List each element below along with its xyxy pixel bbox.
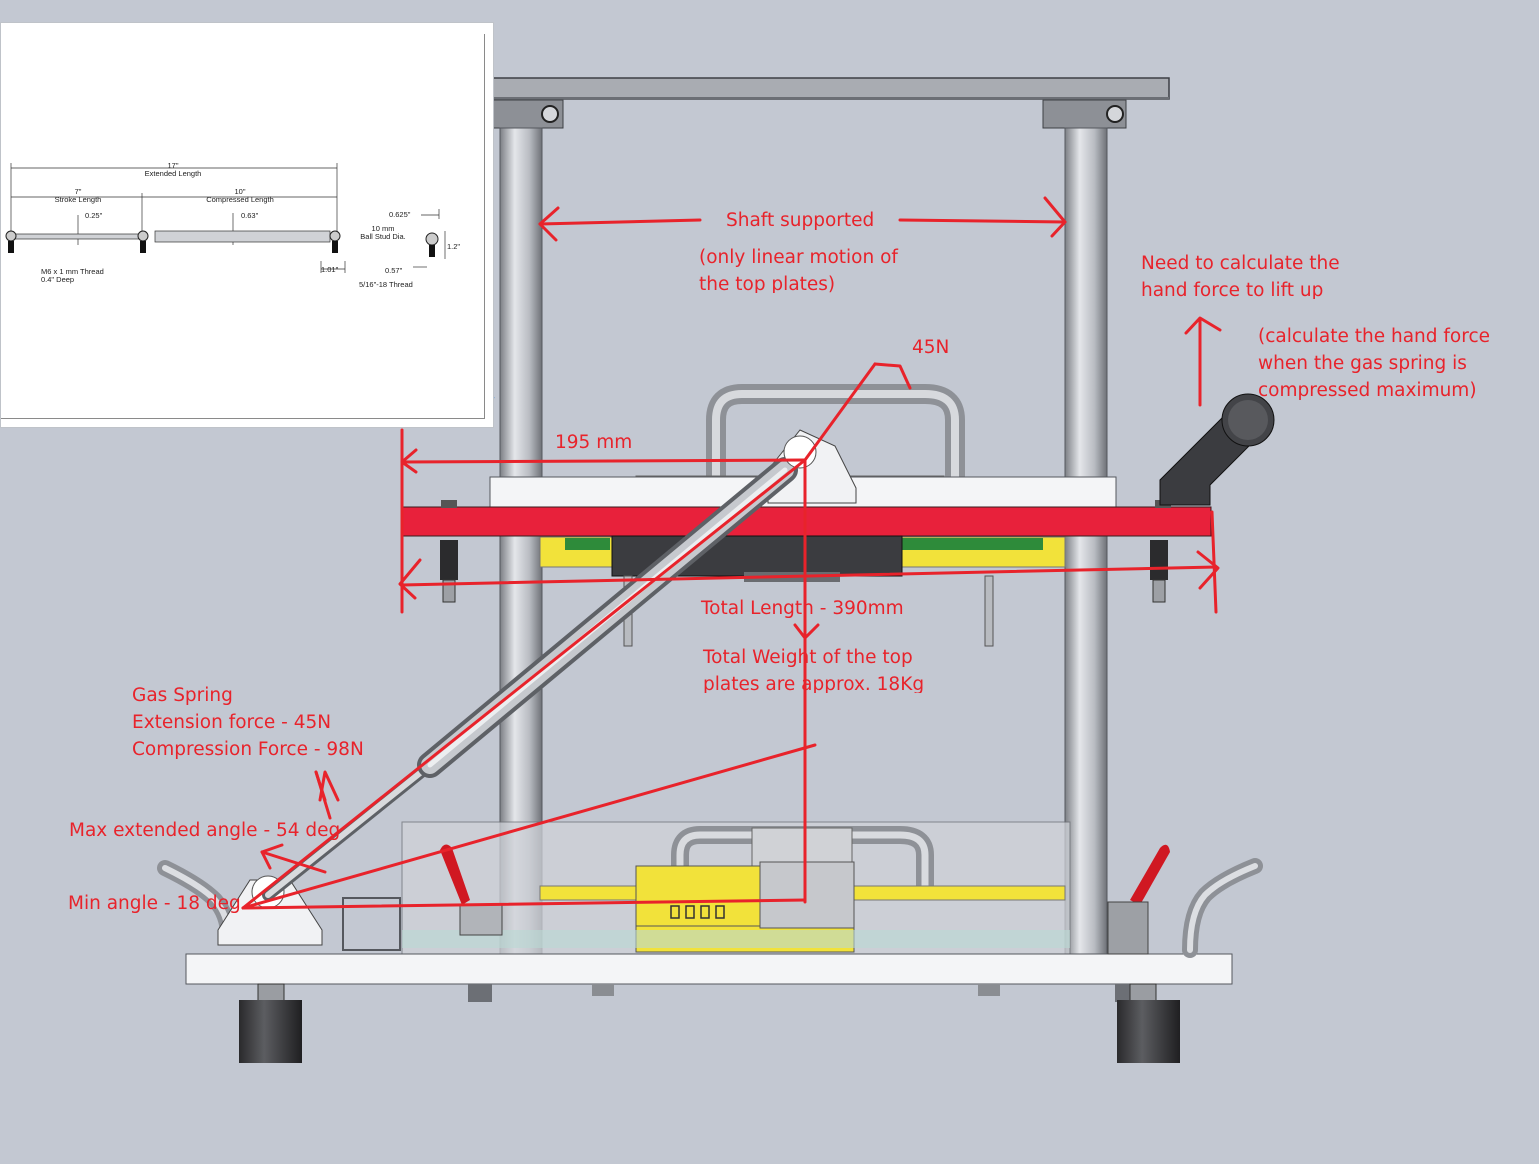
dim-extended-length: 17" Extended Length	[135, 162, 211, 178]
label-gas-spring: Gas Spring Extension force - 45N Compres…	[132, 682, 364, 763]
top-frame-bar	[492, 77, 1170, 129]
dim-ball-height: 1.2"	[447, 242, 461, 251]
label-shaft-supported: Shaft supported	[726, 210, 875, 231]
label-hand-force-note-line1: (calculate the hand force	[1258, 326, 1490, 347]
label-hand-force-line1: Need to calculate the	[1141, 253, 1340, 274]
base-assembly	[185, 821, 1233, 1002]
dim-ball-stud-line2: Ball Stud Dia.	[360, 232, 406, 241]
dim-thread-left-line1: M6 x 1 mm Thread	[41, 267, 104, 276]
dim-extended-value: 17"	[167, 161, 179, 170]
dim-stroke-value: 7"	[74, 187, 82, 196]
dim-thread-left-line2: 0.4" Deep	[41, 275, 75, 284]
label-total-weight-line2: plates are approx. 18Kg	[703, 674, 925, 693]
dim-compressed-length: 10" Compressed Length	[197, 188, 283, 204]
label-force-45n: 45N	[912, 337, 950, 358]
label-total-length: Total Length - 390mm	[701, 598, 904, 619]
label-max-angle: Max extended angle - 54 deg	[69, 820, 341, 841]
label-linear-motion-line1: (only linear motion of	[699, 247, 898, 268]
label-hand-force-line2: hand force to lift up	[1141, 280, 1324, 299]
top-handle	[1159, 393, 1275, 506]
label-gas-spring-line1: Gas Spring	[132, 685, 233, 706]
label-linear-motion-line2: the top plates)	[699, 274, 836, 293]
dim-ball-stud-line1: 10 mm	[371, 224, 395, 233]
label-min-angle: Min angle - 18 deg	[68, 893, 241, 914]
datasheet-frame	[1, 34, 485, 419]
dim-body-dia: 0.63"	[241, 211, 259, 220]
dim-stud-thread: 5/16"-18 Thread	[359, 280, 413, 289]
dim-compressed-label: Compressed Length	[206, 195, 274, 204]
dim-end-length: 1.01"	[321, 265, 339, 274]
dim-extended-label: Extended Length	[144, 169, 202, 178]
label-gas-spring-line2: Extension force - 45N	[132, 712, 332, 733]
label-hand-force-note-line3: compressed maximum)	[1258, 380, 1477, 401]
dim-ball-stud: 10 mm Ball Stud Dia.	[357, 225, 409, 241]
right-shaft	[1064, 127, 1108, 955]
dim-stroke-length: 7" Stroke Length	[45, 188, 111, 204]
gas-spring-datasheet: 17" Extended Length 7" Stroke Length 10"…	[0, 22, 494, 428]
force-diagram-lines	[241, 196, 1222, 910]
label-gas-spring-line3: Compression Force - 98N	[132, 739, 364, 760]
dim-stroke-label: Stroke Length	[54, 195, 102, 204]
label-hand-force: Need to calculate the hand force to lift…	[1141, 250, 1340, 299]
dim-rod-dia: 0.25"	[85, 211, 103, 220]
base-feet	[239, 983, 1180, 1063]
dim-thread-left: M6 x 1 mm Thread 0.4" Deep	[41, 268, 104, 284]
label-hand-force-note-line2: when the gas spring is	[1258, 353, 1467, 374]
label-total-weight-line1: Total Weight of the top	[703, 647, 913, 668]
label-total-weight: Total Weight of the top plates are appro…	[703, 644, 924, 693]
label-linear-motion: (only linear motion of the top plates)	[699, 244, 898, 293]
label-dim-195: 195 mm	[555, 432, 633, 453]
label-hand-force-note: (calculate the hand force when the gas s…	[1258, 323, 1490, 404]
datasheet-drawing	[5, 163, 446, 273]
dim-ball-width: 0.625"	[389, 210, 411, 219]
left-shaft	[499, 127, 543, 955]
dim-stud-length: 0.57"	[385, 266, 403, 275]
dim-compressed-value: 10"	[234, 187, 246, 196]
